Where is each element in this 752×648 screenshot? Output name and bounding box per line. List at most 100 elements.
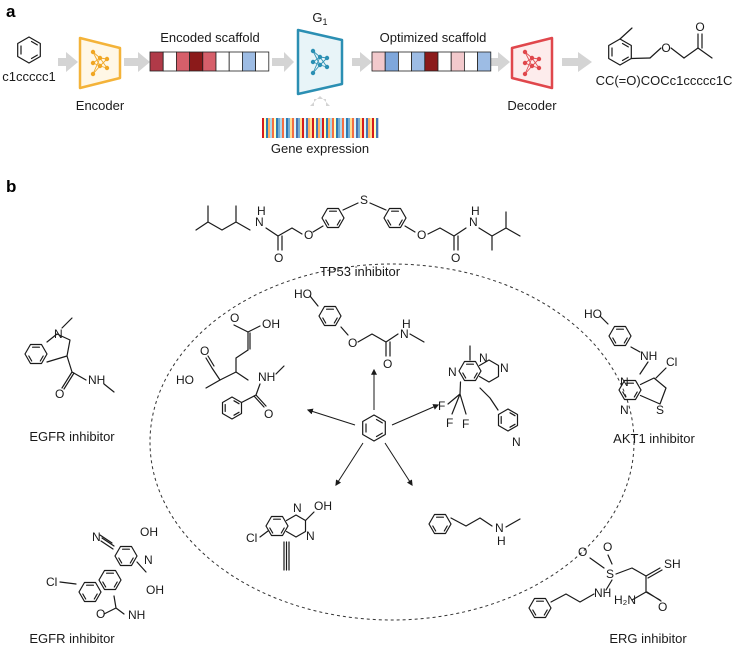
gene-expression-stripe	[364, 118, 367, 138]
encoded-scaffold-cell	[241, 51, 256, 72]
svg-text:O: O	[658, 600, 667, 614]
encoded-scaffold-cell	[215, 51, 230, 72]
encoder-block	[78, 36, 122, 90]
gene-expression-stripe	[366, 118, 369, 138]
gene-expression-stripe	[330, 118, 333, 138]
gene-expression-stripe	[288, 118, 291, 138]
svg-text:H₂N: H₂N	[614, 593, 636, 607]
svg-text:HO: HO	[584, 307, 602, 321]
decoder-block	[510, 36, 554, 90]
gene-expression-stripe	[322, 118, 325, 138]
optimized-scaffold-cell	[371, 51, 386, 72]
svg-text:S: S	[360, 193, 368, 207]
svg-text:H: H	[257, 204, 266, 218]
gene-expression-stripe	[278, 118, 281, 138]
gene-expression-stripe	[328, 118, 331, 138]
phenol-ether-derivative-structure: HO O O N H	[294, 287, 425, 371]
gene-expression-stripe	[370, 118, 373, 138]
gene-expression-stripe	[346, 118, 349, 138]
phenethylamine-derivative-structure: N H	[428, 513, 521, 548]
svg-text:N: N	[620, 403, 629, 417]
optimized-scaffold-cell	[437, 51, 452, 72]
gene-expression-stripe	[306, 118, 309, 138]
derived-molecules-ellipse	[149, 263, 635, 621]
encoded-scaffold-vector	[149, 51, 270, 72]
gene-expression-stripe	[314, 118, 317, 138]
gene-expression-stripe	[324, 118, 327, 138]
gene-expression-stripe	[358, 118, 361, 138]
gene-expression-stripe	[266, 118, 269, 138]
svg-text:O: O	[603, 540, 612, 554]
svg-text:O: O	[200, 344, 209, 358]
derivation-arrows	[306, 368, 440, 487]
gene-expression-stripe	[310, 118, 313, 138]
optimized-scaffold-label: Optimized scaffold	[380, 30, 487, 45]
flow-arrows-a	[58, 52, 592, 106]
gene-expression-stripe	[308, 118, 311, 138]
gene-expression-stripe	[376, 118, 379, 138]
optimized-scaffold-cell	[384, 51, 399, 72]
svg-text:OH: OH	[146, 583, 164, 597]
gene-expression-stripe	[274, 118, 277, 138]
encoded-scaffold-cell	[202, 51, 217, 72]
encoded-scaffold-cell	[189, 51, 204, 72]
svg-text:O: O	[96, 607, 105, 621]
input-smiles: c1ccccc1	[2, 69, 55, 84]
quinazoline-derivative-structure: Cl N N OH	[246, 499, 332, 571]
svg-text:N: N	[293, 501, 302, 515]
output-smiles: CC(=O)COCc1ccccc1C	[596, 73, 733, 88]
svg-text:O: O	[274, 251, 283, 265]
svg-text:OH: OH	[314, 499, 332, 513]
svg-text:F: F	[446, 416, 453, 430]
gene-expression-stripe	[336, 118, 339, 138]
encoded-scaffold-cell	[255, 51, 270, 72]
benzene-input-structure	[17, 36, 41, 64]
generator-label: G1	[312, 10, 327, 27]
svg-text:NH: NH	[640, 349, 657, 363]
svg-text:N: N	[620, 375, 629, 389]
optimized-scaffold-cell	[463, 51, 478, 72]
gene-expression-stripe	[368, 118, 371, 138]
gene-expression-stripe	[332, 118, 335, 138]
svg-text:H: H	[402, 317, 411, 331]
svg-text:F: F	[462, 417, 469, 431]
gene-expression-stripe	[280, 118, 283, 138]
svg-text:Cl: Cl	[246, 531, 257, 545]
svg-text:OH: OH	[140, 525, 158, 539]
svg-text:N: N	[469, 215, 478, 229]
svg-text:F: F	[438, 399, 445, 413]
svg-text:N: N	[54, 327, 63, 341]
optimized-scaffold-cell	[450, 51, 465, 72]
gene-expression-stripe	[290, 118, 293, 138]
gene-expression-stripe	[262, 118, 265, 138]
svg-text:O: O	[264, 407, 273, 421]
svg-text:O: O	[348, 336, 357, 350]
erg-inhibitor-structure: NH S O O SH H₂N O	[528, 540, 681, 619]
gene-expression-stripe	[354, 118, 357, 138]
gene-expression-stripe	[374, 118, 377, 138]
encoded-scaffold-cell	[175, 51, 190, 72]
encoded-scaffold-cell	[149, 51, 164, 72]
gene-expression-stripe	[272, 118, 275, 138]
svg-text:O: O	[695, 20, 704, 34]
gene-expression-stripe	[312, 118, 315, 138]
gene-expression-stripe	[302, 118, 305, 138]
gene-expression-stripe	[318, 118, 321, 138]
gene-expression-stripe	[340, 118, 343, 138]
svg-text:O: O	[578, 545, 587, 559]
gene-expression-stripe	[284, 118, 287, 138]
gene-expression-stripe	[282, 118, 285, 138]
svg-text:NH: NH	[128, 608, 145, 622]
gene-expression-stripe	[276, 118, 279, 138]
gene-expression-stripe	[348, 118, 351, 138]
optimized-scaffold-cell	[411, 51, 426, 72]
svg-text:OH: OH	[262, 317, 280, 331]
svg-text:O: O	[383, 357, 392, 371]
gene-expression-barcode	[262, 118, 379, 138]
svg-text:O: O	[304, 228, 313, 242]
gene-expression-stripe	[360, 118, 363, 138]
encoder-label: Encoder	[76, 98, 125, 113]
svg-text:Cl: Cl	[666, 355, 677, 369]
encoded-scaffold-label: Encoded scaffold	[160, 30, 260, 45]
